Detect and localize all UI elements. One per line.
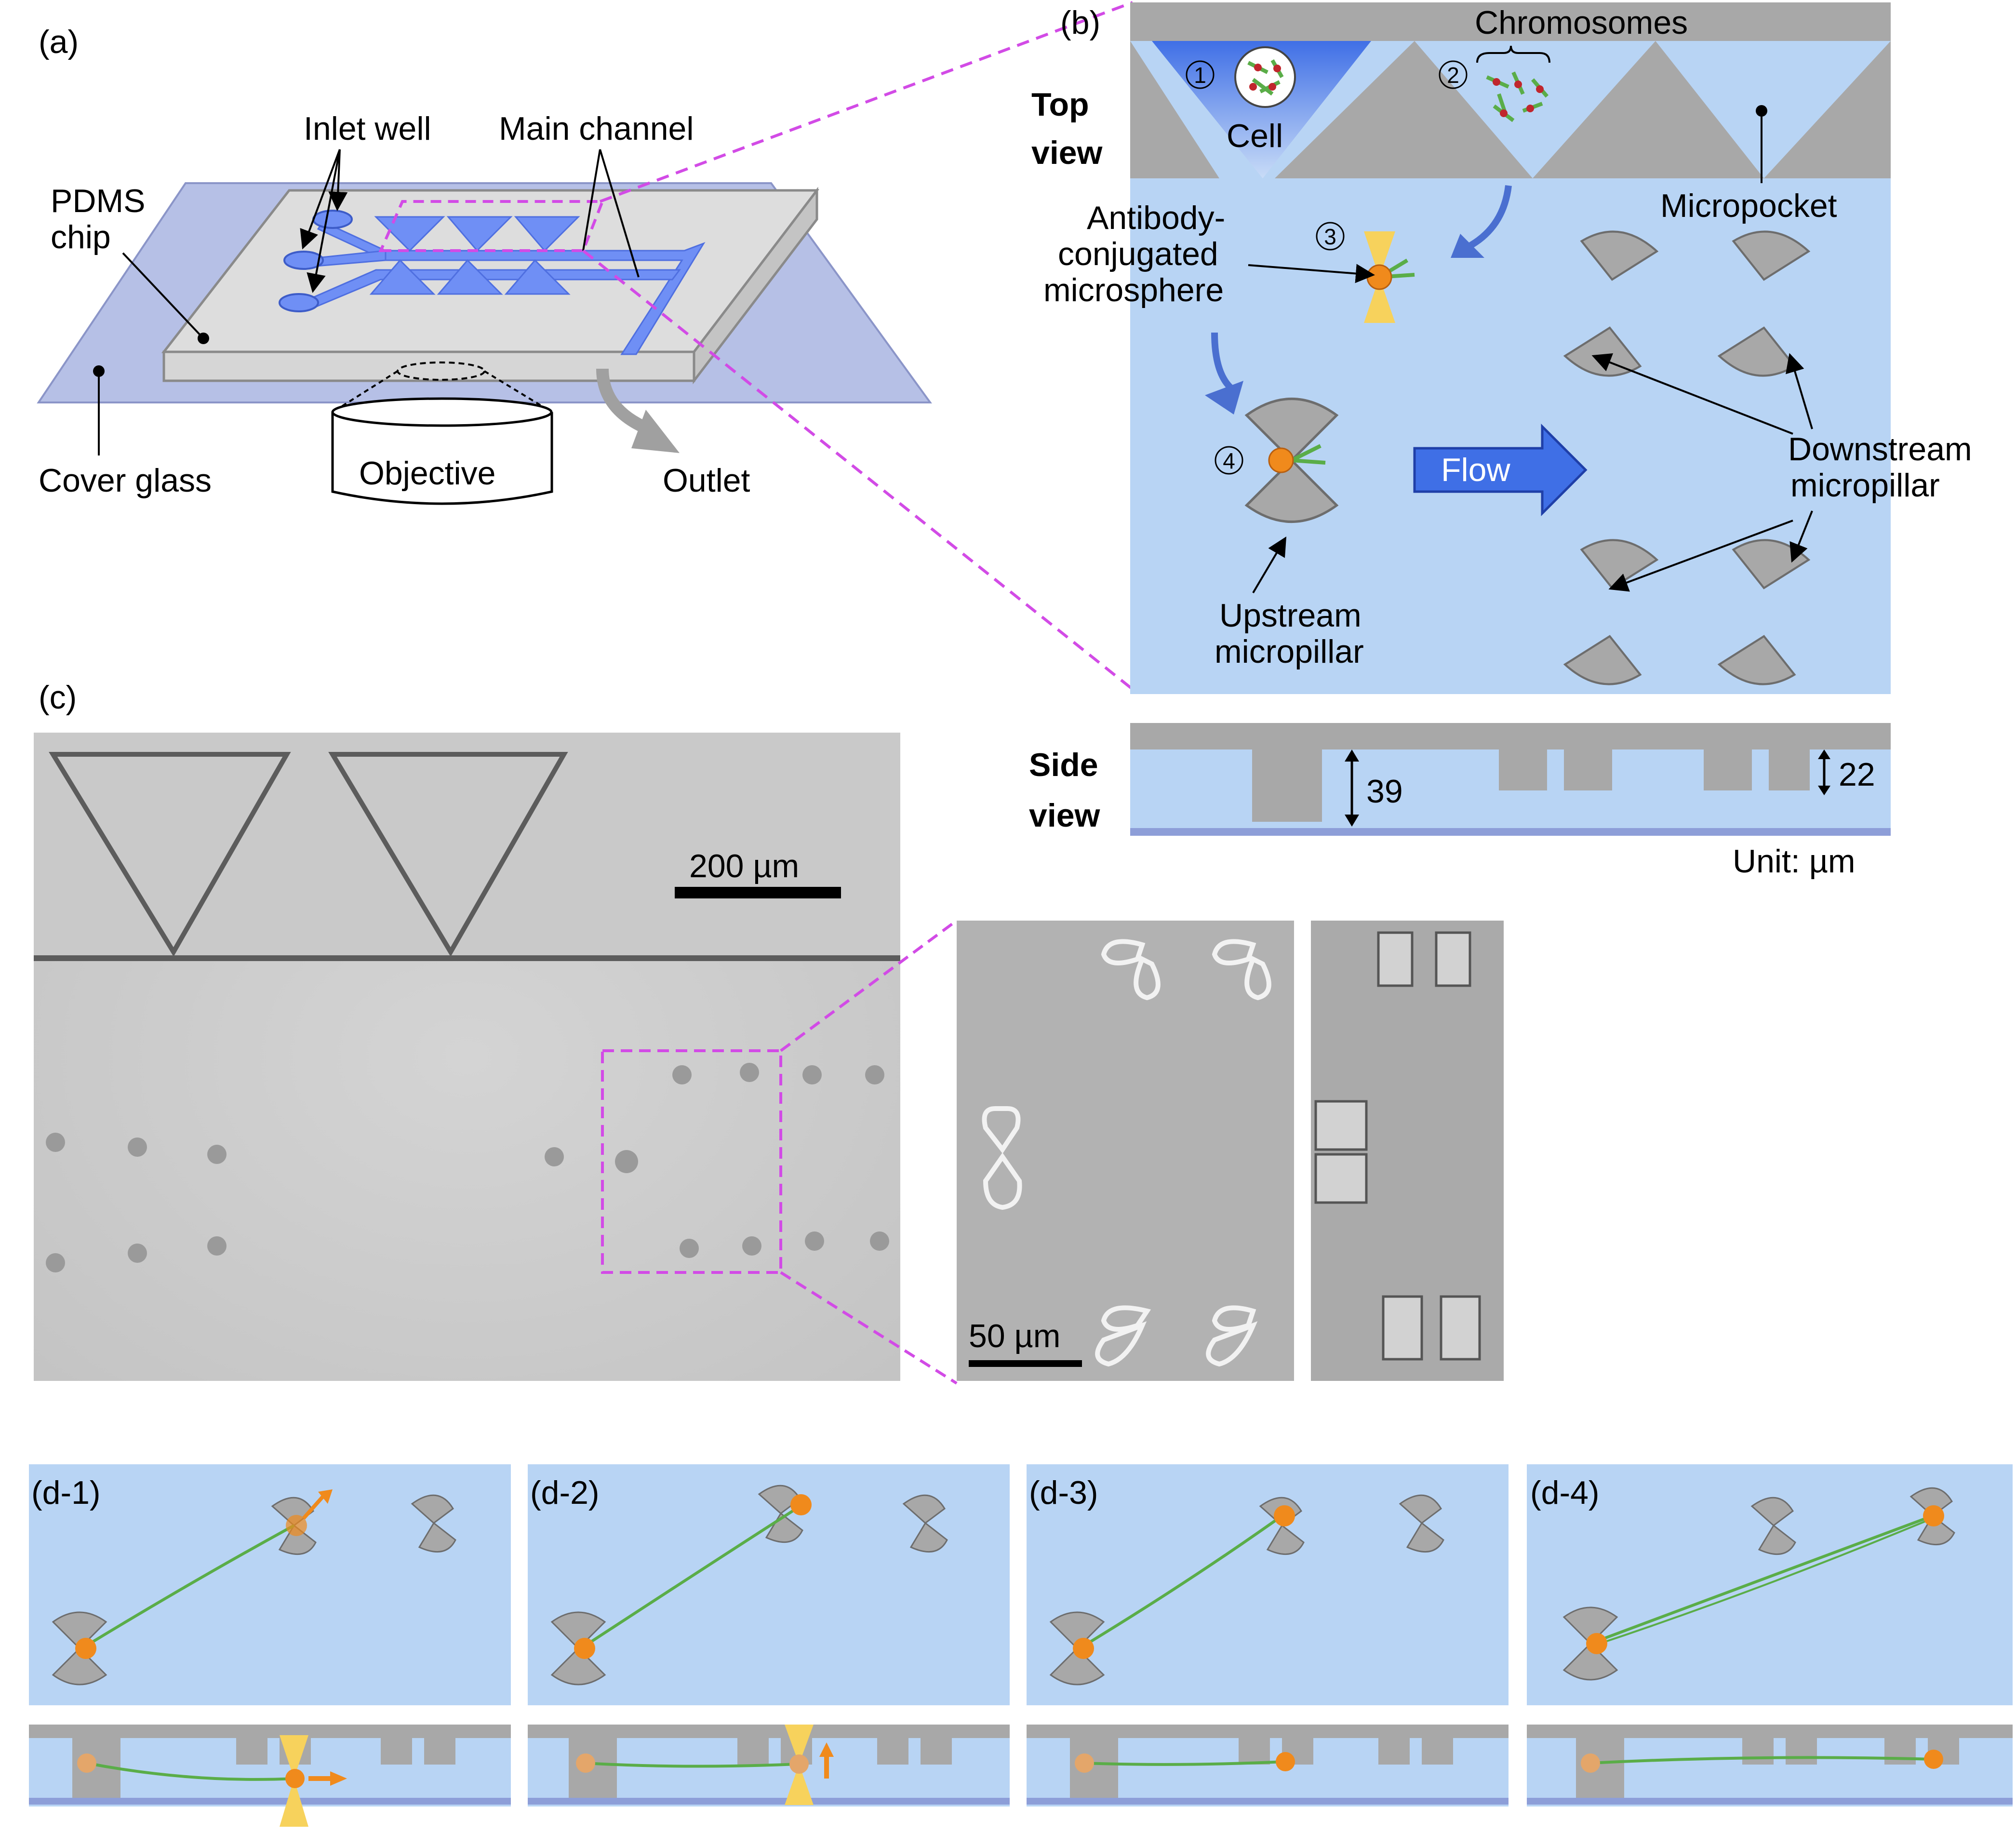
top-view-label-2: view (1031, 134, 1103, 171)
panel-d4-label: (d-4) (1530, 1474, 1600, 1511)
zoom-box-c (601, 1049, 782, 1274)
antibody-label-1: Antibody- (1087, 200, 1225, 236)
antibody-label-3: microsphere (1043, 272, 1224, 308)
scale-bar-200 (675, 887, 841, 898)
dim-22-label: 22 (1839, 756, 1875, 793)
upstream-micropillar (1247, 399, 1337, 522)
step-3-marker: 3 (1316, 222, 1345, 251)
panel-c-label: (c) (39, 679, 77, 716)
micropocket-label: Micropocket (1660, 187, 1837, 224)
dim-39-label: 39 (1366, 773, 1403, 810)
outlet-arrow (596, 368, 651, 435)
cover-glass-label: Cover glass (39, 462, 212, 499)
objective (331, 361, 553, 505)
zoom-line-top (599, 1, 1134, 203)
panel-a-label: (a) (39, 24, 79, 60)
pdms-chip-edge (693, 187, 818, 385)
svg-text:3: 3 (1324, 224, 1336, 249)
panel-d1-label: (d-1) (31, 1474, 101, 1511)
panel-d: (d-1) (d-2) (29, 1464, 2013, 1827)
side-view (1130, 723, 1891, 836)
zoom-line-bottom (582, 249, 1134, 691)
unit-label: Unit: µm (1733, 843, 1856, 880)
chromosomes-brace (1476, 45, 1550, 63)
side-view-label-2: view (1029, 797, 1101, 834)
microsphere-step3 (1364, 231, 1415, 323)
flow-arrow: Flow (1413, 423, 1588, 517)
zoom-box-a (378, 200, 605, 252)
cell-icon (1234, 46, 1296, 108)
panel-a: (a) (37, 24, 932, 505)
antibody-label-2: conjugated (1058, 236, 1218, 272)
pdms-label-1: PDMS (51, 183, 145, 219)
sem-top-pillars (982, 939, 1271, 1367)
objective-label: Objective (359, 455, 495, 492)
cell-label: Cell (1227, 118, 1283, 154)
flow-arrow-2-3 (1468, 185, 1512, 249)
panel-d3: (d-3) (1027, 1464, 1509, 1806)
micrograph-pockets (49, 752, 568, 957)
upstream-label-1: Upstream (1219, 597, 1362, 634)
step-2-marker: 2 (1439, 60, 1468, 89)
panel-d3-label: (d-3) (1029, 1474, 1098, 1511)
sem-top-view (957, 921, 1294, 1381)
downstream-label-1: Downstream (1788, 431, 1972, 468)
main-channel-label: Main channel (499, 110, 694, 147)
svg-text:2: 2 (1447, 63, 1459, 88)
panel-c: (c) 200 µm (34, 679, 1504, 1385)
pdms-chip-side (162, 350, 695, 382)
step-4-marker: 4 (1215, 446, 1243, 475)
top-view-label-1: Top (1031, 86, 1089, 123)
pdms-label-2: chip (51, 219, 111, 255)
scale-50-label: 50 µm (969, 1318, 1060, 1354)
panel-d2-label: (d-2) (530, 1474, 600, 1511)
panel-b: Cell Chromosomes 1 2 (1029, 2, 1972, 880)
inlet-wells (279, 210, 353, 312)
svg-text:1: 1 (1194, 63, 1206, 88)
micrograph-pillars (46, 1063, 889, 1272)
panel-d2: (d-2) (528, 1464, 1010, 1806)
svg-text:4: 4 (1223, 448, 1235, 473)
inlet-well-label: Inlet well (304, 110, 431, 147)
step-1-marker: 1 (1186, 60, 1215, 89)
panel-b-label: (b) (1060, 4, 1100, 41)
top-wall (1130, 2, 1891, 41)
chromosomes-label: Chromosomes (1475, 4, 1688, 41)
upstream-label-2: micropillar (1215, 633, 1364, 670)
outlet-label: Outlet (663, 462, 750, 499)
outlet-arrowhead (631, 410, 680, 453)
downstream-label-2: micropillar (1790, 467, 1940, 504)
panel-d1: (d-1) (29, 1464, 511, 1827)
chromosomes-icon (1486, 71, 1549, 122)
side-view-label-1: Side (1029, 747, 1098, 783)
svg-text:Flow: Flow (1441, 452, 1510, 488)
scale-200-label: 200 µm (689, 848, 799, 884)
panel-d4: (d-4) (1527, 1464, 2013, 1806)
cell-pocket (1152, 41, 1371, 178)
scale-bar-50 (969, 1360, 1082, 1367)
sem-tilted-pillars (1314, 931, 1481, 1361)
